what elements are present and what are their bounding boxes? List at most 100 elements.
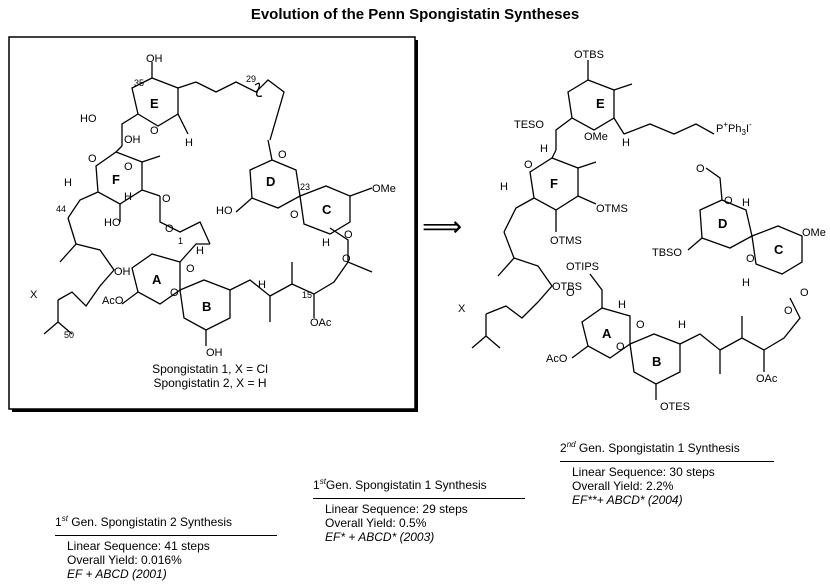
summary-rule	[560, 461, 774, 462]
ring-label: D	[718, 216, 727, 231]
atom-label: OTES	[660, 401, 690, 413]
ring-label: A	[152, 272, 162, 287]
atom-label: AcO	[102, 295, 124, 307]
atom-label: OAc	[756, 373, 778, 385]
atom-label: OTBS	[574, 49, 604, 61]
summary-yield: Overall Yield: 0.016%	[67, 553, 182, 567]
atom-number: 35	[134, 78, 144, 88]
ring-label: E	[596, 96, 605, 111]
atom-label: OH	[124, 134, 141, 146]
ring-label: A	[602, 326, 612, 341]
atom-label: O	[290, 209, 299, 221]
atom-label: O	[165, 223, 174, 235]
ring-e-bonds-right	[567, 79, 615, 131]
summary-route: EF**+ ABCD* (2004)	[572, 493, 683, 507]
atom-label: OTIPS	[566, 261, 599, 273]
atom-label: HO	[216, 205, 233, 217]
atom-label: OMe	[372, 183, 396, 195]
atom-label: O	[186, 263, 195, 275]
fragment-structures	[471, 60, 803, 400]
ring-c-bonds-right	[751, 225, 803, 275]
atom-label: OH	[146, 53, 163, 65]
atom-label: H	[622, 137, 630, 149]
ring-c-bonds	[299, 185, 351, 235]
summary-route: EF + ABCD (2001)	[67, 567, 167, 581]
atom-label: H	[500, 181, 508, 193]
retrosynthesis-arrow: ⟹	[422, 210, 462, 243]
atom-label: OMe	[584, 131, 608, 143]
atom-label: O	[616, 341, 625, 353]
atom-label: O	[88, 153, 97, 165]
atom-label: OTMS	[550, 235, 582, 247]
summary-yield: Overall Yield: 2.2%	[572, 479, 674, 493]
atom-label: H	[185, 137, 193, 149]
atom-label: H	[742, 277, 750, 289]
atom-label: X	[30, 289, 38, 301]
ring-label: F	[112, 172, 120, 187]
summary-yield: Overall Yield: 0.5%	[325, 516, 427, 530]
atom-label: O	[566, 287, 575, 299]
atom-label: TBSO	[652, 247, 682, 259]
left-atom-labels: OH HO OH O H H HO O O O O O HO OMe H O O…	[30, 53, 396, 359]
ring-label: C	[322, 202, 332, 217]
atom-label: OTBS	[552, 281, 582, 293]
phosphonium-label: P+Ph3I-	[716, 120, 752, 137]
atom-label: O	[124, 161, 133, 173]
atom-label: H	[618, 299, 626, 311]
summary-heading: 1stGen. Spongistatin 1 Synthesis	[313, 477, 487, 492]
atom-label: O	[524, 159, 533, 171]
page-title: Evolution of the Penn Spongistatin Synth…	[250, 6, 580, 23]
atom-number: 1	[178, 236, 183, 246]
atom-label: O	[170, 287, 179, 299]
summary-rule	[313, 498, 525, 499]
atom-label: HO	[80, 113, 97, 125]
summary-rule	[55, 535, 277, 536]
atom-label: H	[322, 237, 330, 249]
ring-label: D	[266, 174, 275, 189]
summary-linear: Linear Sequence: 41 steps	[67, 539, 210, 553]
atom-label: H	[196, 245, 204, 257]
atom-label: H	[540, 143, 548, 155]
ring-label: E	[150, 96, 159, 111]
ring-b-bonds	[179, 279, 231, 331]
atom-label: OMe	[802, 227, 826, 239]
synthesis-summary-1st-gen-sp1: 1stGen. Spongistatin 1 Synthesis Linear …	[313, 475, 525, 544]
atom-number: 15	[302, 290, 312, 300]
left-ring-labels: A B C D E F	[112, 96, 332, 314]
atom-label: O	[342, 253, 351, 265]
caption-line: Spongistatin 1, X = Cl	[152, 362, 268, 376]
atom-label: O	[696, 163, 705, 175]
structure-caption: Spongistatin 1, X = Cl Spongistatin 2, X…	[110, 362, 310, 390]
ring-label: B	[202, 299, 211, 314]
ring-b-bonds-right	[629, 333, 681, 385]
atom-label: OTMS	[596, 203, 628, 215]
atom-label: OH	[206, 347, 223, 359]
spongistatin-structure	[43, 62, 373, 346]
atom-label: H	[258, 279, 266, 291]
right-atom-labels: OTBS TESO OMe H H H OTMS OTMS OTBS X O O…	[458, 49, 826, 413]
ring-label: F	[550, 176, 558, 191]
atom-label: O	[278, 149, 287, 161]
atom-number: 29	[246, 74, 256, 84]
summary-heading: 2nd Gen. Spongistatin 1 Synthesis	[560, 440, 740, 455]
summary-heading: 1st Gen. Spongistatin 2 Synthesis	[55, 514, 233, 529]
synthesis-summary-1st-gen-sp2: 1st Gen. Spongistatin 2 Synthesis Linear…	[55, 512, 277, 581]
atom-label: H	[64, 177, 72, 189]
synthesis-summary-2nd-gen-sp1: 2nd Gen. Spongistatin 1 Synthesis Linear…	[560, 438, 774, 507]
summary-linear: Linear Sequence: 30 steps	[572, 465, 715, 479]
ring-label: B	[652, 354, 661, 369]
atom-label: H	[678, 319, 686, 331]
atom-label: O	[724, 195, 733, 207]
atom-label: OAc	[310, 317, 332, 329]
atom-label: O	[344, 229, 353, 241]
atom-label: HO	[104, 217, 121, 229]
atom-label: OH	[114, 266, 131, 278]
atom-label: TESO	[514, 119, 544, 131]
atom-label: O	[784, 305, 793, 317]
summary-route: EF* + ABCD* (2003)	[325, 530, 435, 544]
right-ring-labels: E F D C A B	[550, 96, 784, 369]
ring-label: C	[774, 242, 784, 257]
left-atom-numbers: 35 29 23 44 1 15 50	[56, 74, 312, 340]
atom-number: 23	[300, 182, 310, 192]
